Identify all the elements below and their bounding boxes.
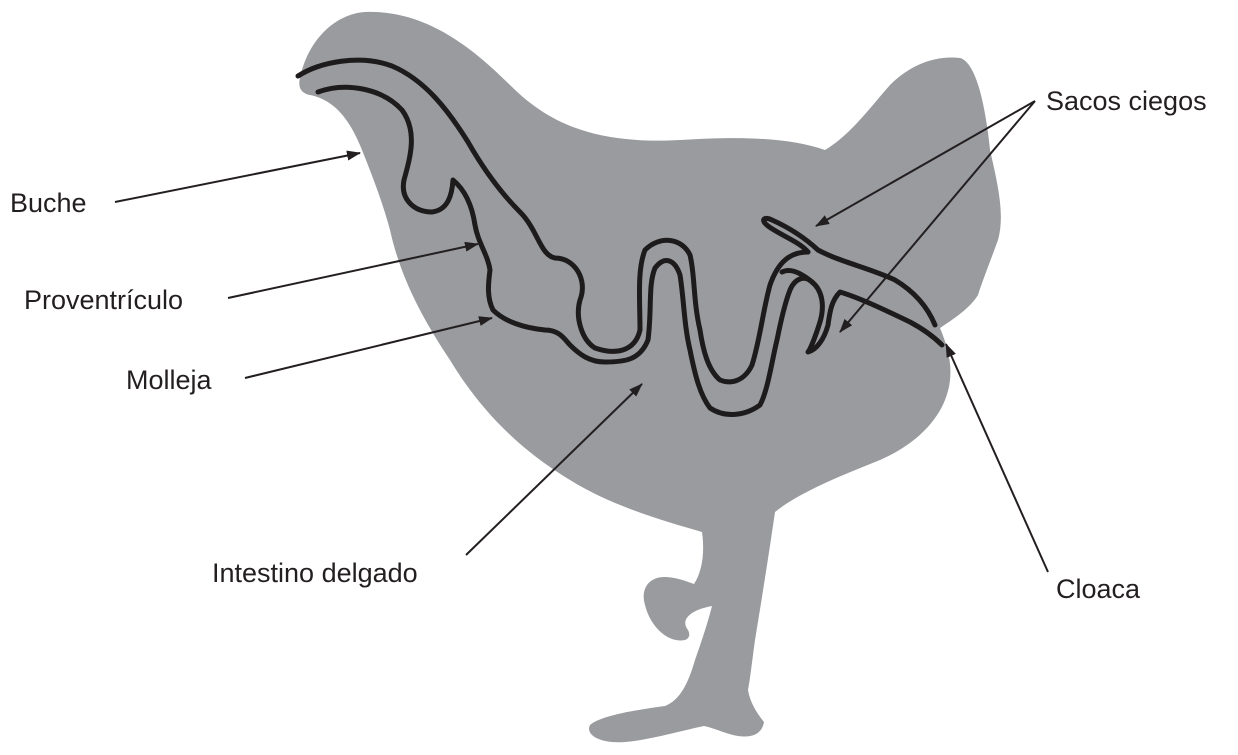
arrow-cloaca	[946, 344, 1048, 572]
label-buche: Buche	[10, 188, 87, 218]
label-molleja: Molleja	[126, 365, 213, 395]
label-proventriculo: Proventrículo	[24, 285, 183, 315]
label-sacos-ciegos: Sacos ciegos	[1046, 86, 1207, 116]
hen-body	[299, 12, 1001, 742]
label-intestino-delgado: Intestino delgado	[212, 558, 418, 588]
hen-silhouette	[299, 12, 1001, 742]
arrow-buche	[115, 153, 360, 202]
label-cloaca: Cloaca	[1056, 574, 1141, 604]
